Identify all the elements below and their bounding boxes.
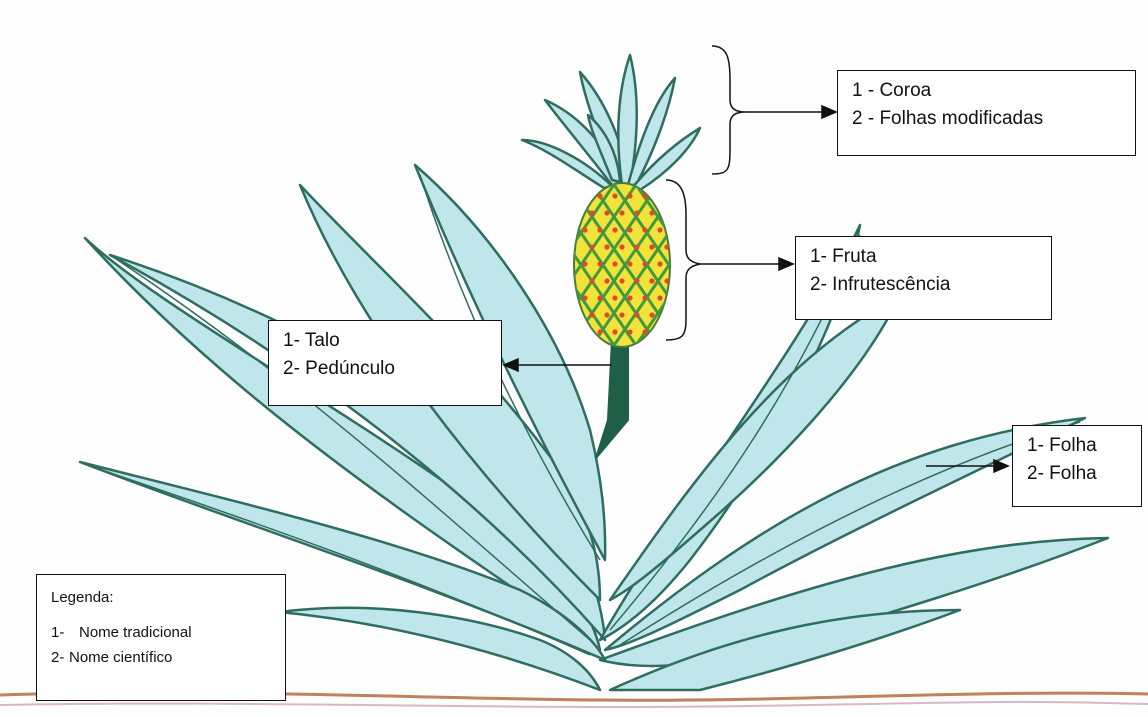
fruit-crown	[522, 55, 700, 190]
label-fruta-line1: 1- Fruta	[810, 243, 1051, 271]
legend-item-number: 2-	[51, 645, 69, 670]
fruit-bracket	[666, 180, 700, 340]
legend-box: Legenda: 1- Nome tradicional 2- Nome cie…	[36, 574, 286, 701]
label-coroa-line1: 1 - Coroa	[852, 77, 1135, 105]
legend-item: 1- Nome tradicional	[51, 620, 285, 645]
legend-item: 2- Nome científico	[51, 645, 285, 670]
label-talo: 1- Talo 2- Pedúnculo	[268, 320, 502, 406]
legend-item-number: 1-	[51, 620, 79, 645]
crown-bracket	[712, 46, 745, 174]
fruit-stem	[596, 340, 628, 458]
label-coroa: 1 - Coroa 2 - Folhas modificadas	[837, 70, 1136, 156]
soil-line	[0, 702, 1148, 707]
label-talo-line1: 1- Talo	[283, 327, 501, 355]
label-folha: 1- Folha 2- Folha	[1012, 425, 1142, 507]
label-folha-line1: 1- Folha	[1027, 432, 1141, 460]
label-fruta-line2: 2- Infrutescência	[810, 271, 1051, 299]
label-talo-line2: 2- Pedúnculo	[283, 355, 501, 383]
label-folha-line2: 2- Folha	[1027, 460, 1141, 488]
label-fruta: 1- Fruta 2- Infrutescência	[795, 236, 1052, 320]
label-coroa-line2: 2 - Folhas modificadas	[852, 105, 1135, 133]
legend-item-text: Nome tradicional	[79, 620, 192, 645]
legend-item-text: Nome científico	[69, 645, 172, 670]
legend-title: Legenda:	[51, 589, 285, 606]
